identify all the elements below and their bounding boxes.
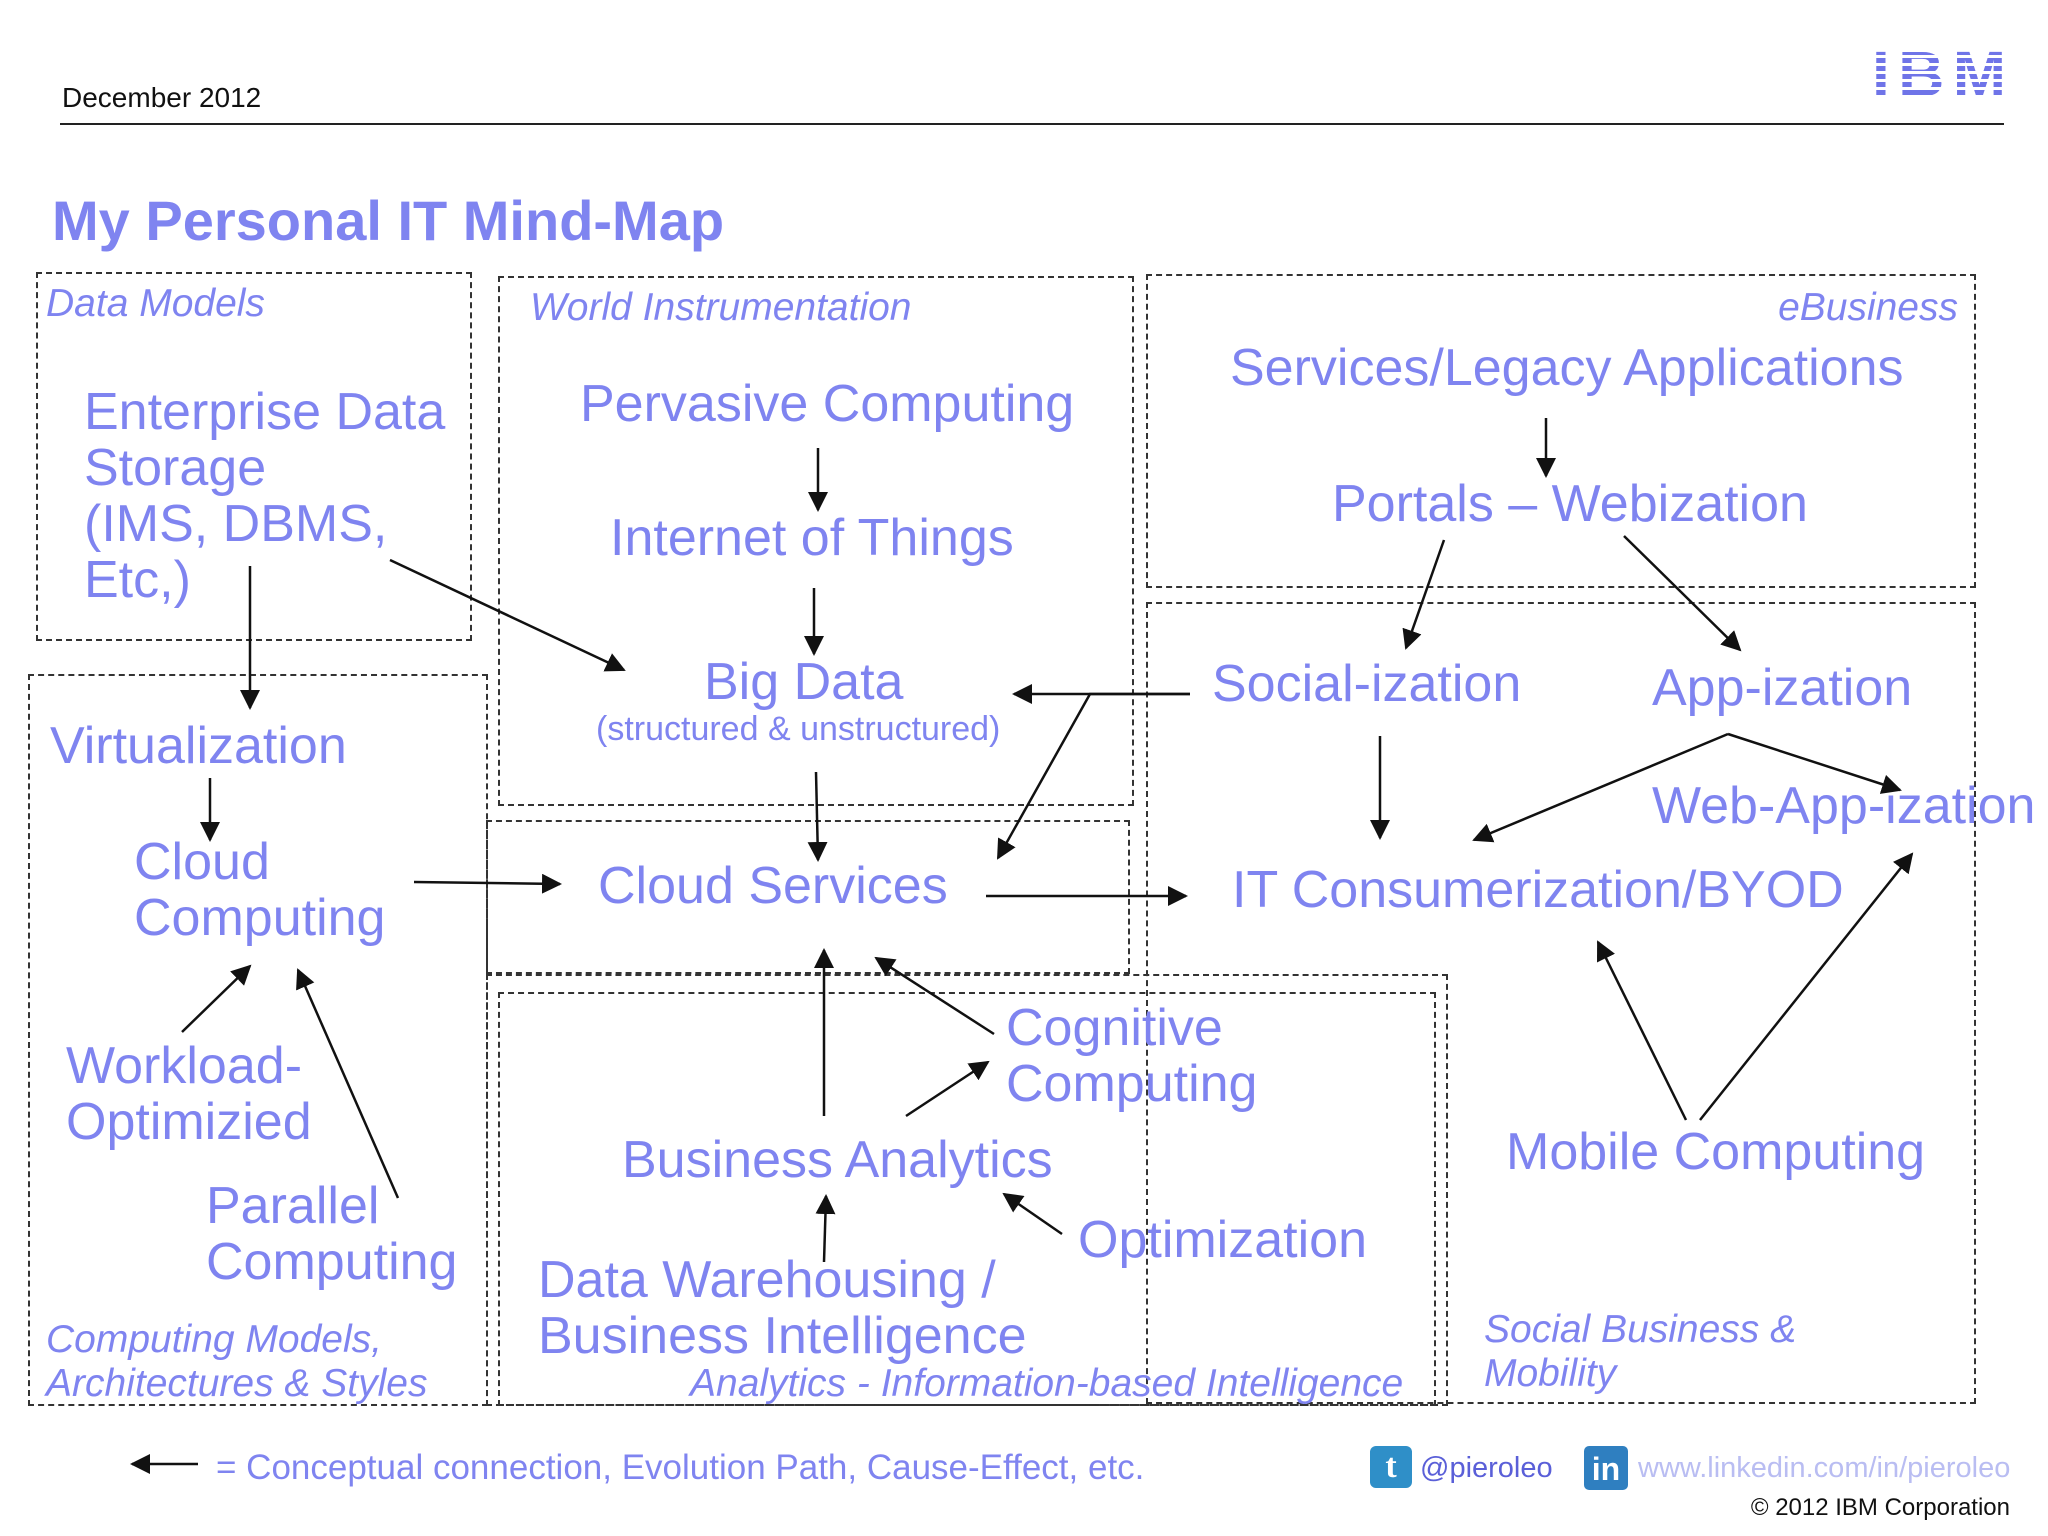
arrow-workload-to-cloud xyxy=(181,964,252,1033)
category-world-instrumentation: World Instrumentation xyxy=(530,286,912,329)
node-optimization: Optimization xyxy=(1078,1211,1367,1269)
arrow-cognitive-to-cloudservices xyxy=(874,956,995,1036)
node-line: Computing xyxy=(1006,1055,1258,1113)
node-services-legacy: Services/Legacy Applications xyxy=(1230,339,1904,397)
node-virtualization: Virtualization xyxy=(50,717,347,775)
node-big-data: Big Data xyxy=(704,653,904,711)
category-line: Architectures & Styles xyxy=(46,1362,428,1405)
header-date: December 2012 xyxy=(62,82,262,113)
arrow-portals-to-appization xyxy=(1623,535,1742,652)
node-mobile-computing: Mobile Computing xyxy=(1506,1123,1926,1181)
node-line: Storage xyxy=(84,439,267,497)
legend-text: = Conceptual connection, Evolution Path,… xyxy=(216,1448,1145,1487)
header-rule xyxy=(60,123,2004,125)
linkedin-url[interactable]: www.linkedin.com/in/pieroleo xyxy=(1638,1452,2011,1484)
node-business-analytics: Business Analytics xyxy=(622,1131,1053,1189)
ibm-logo: IBM xyxy=(1872,42,2006,100)
arrow-portals-to-socialization xyxy=(1402,539,1446,650)
node-line: Cognitive xyxy=(1006,999,1223,1057)
node-line: Optimizied xyxy=(66,1093,312,1151)
node-line: Data Warehousing / xyxy=(538,1251,996,1309)
arrow-mobile-to-webapp xyxy=(1699,852,1914,1121)
node-it-consumerization: IT Consumerization/BYOD xyxy=(1232,861,1844,919)
arrow-cloud-to-cloudservices xyxy=(413,873,562,894)
arrow-mobile-to-consumerization xyxy=(1596,940,1688,1121)
arrow-warehousing-to-analytics xyxy=(815,1194,836,1263)
category-line: Social Business & xyxy=(1484,1308,1797,1351)
twitter-handle[interactable]: @pieroleo xyxy=(1420,1452,1553,1484)
node-internet-of-things: Internet of Things xyxy=(610,509,1014,567)
node-data-warehousing: Data Warehousing / Business Intelligence xyxy=(538,1252,1027,1364)
arrow-analytics-to-cognitive xyxy=(905,1060,990,1118)
node-line: Parallel xyxy=(206,1177,380,1235)
node-workload-optimized: Workload- Optimizied xyxy=(66,1038,312,1150)
category-data-models: Data Models xyxy=(46,282,265,325)
arrow-appization-to-consumerization xyxy=(1472,732,1729,843)
node-parallel-computing: Parallel Computing xyxy=(206,1178,457,1290)
region-data-models xyxy=(36,272,472,641)
arrow-storage-to-bigdata xyxy=(389,558,626,672)
node-cloud-computing: Cloud Computing xyxy=(134,834,385,946)
node-line: Etc,) xyxy=(84,551,191,609)
region-analytics-inner xyxy=(498,992,1436,1406)
node-line: Cloud xyxy=(134,833,270,891)
node-cloud-services: Cloud Services xyxy=(598,857,948,915)
category-line: Mobility xyxy=(1484,1352,1617,1395)
arrow-socialization-to-cloudservices xyxy=(996,692,1190,860)
node-line: Business Intelligence xyxy=(538,1307,1027,1365)
node-socialization: Social-ization xyxy=(1212,655,1522,713)
category-line: Computing Models, xyxy=(46,1318,382,1361)
node-line: Enterprise Data xyxy=(84,383,446,441)
page-title: My Personal IT Mind-Map xyxy=(52,189,725,252)
node-appization: App-ization xyxy=(1652,659,1913,717)
twitter-icon[interactable]: t xyxy=(1370,1446,1412,1488)
category-social-business: Social Business & Mobility xyxy=(1484,1308,1796,1396)
arrow-appization-to-webapp xyxy=(1727,732,1902,794)
arrow-parallel-to-cloud xyxy=(296,968,400,1199)
category-analytics: Analytics - Information-based Intelligen… xyxy=(690,1362,1404,1405)
node-big-data-sub: (structured & unstructured) xyxy=(596,710,1001,748)
linkedin-icon[interactable]: in xyxy=(1584,1446,1628,1490)
node-enterprise-data-storage: Enterprise Data Storage (IMS, DBMS, Etc,… xyxy=(84,384,445,608)
node-line: Computing xyxy=(134,889,386,947)
category-ebusiness: eBusiness xyxy=(1778,286,1958,329)
node-line: (IMS, DBMS, xyxy=(84,495,388,553)
category-computing-models: Computing Models, Architectures & Styles xyxy=(46,1318,427,1406)
copyright: © 2012 IBM Corporation xyxy=(1750,1494,2010,1521)
node-pervasive-computing: Pervasive Computing xyxy=(580,375,1075,433)
region-ebusiness xyxy=(1146,274,1976,588)
node-cognitive-computing: Cognitive Computing xyxy=(1006,1000,1257,1112)
arrow-bigdata-to-cloudservices xyxy=(807,771,828,862)
region-social-business xyxy=(1146,602,1976,1404)
node-portals-webization: Portals – Webization xyxy=(1332,475,1808,533)
node-web-app-ization: Web-App-ization xyxy=(1652,777,2036,835)
node-line: Workload- xyxy=(66,1037,303,1095)
node-line: Computing xyxy=(206,1233,458,1291)
arrow-optimization-to-analytics xyxy=(1002,1192,1063,1236)
